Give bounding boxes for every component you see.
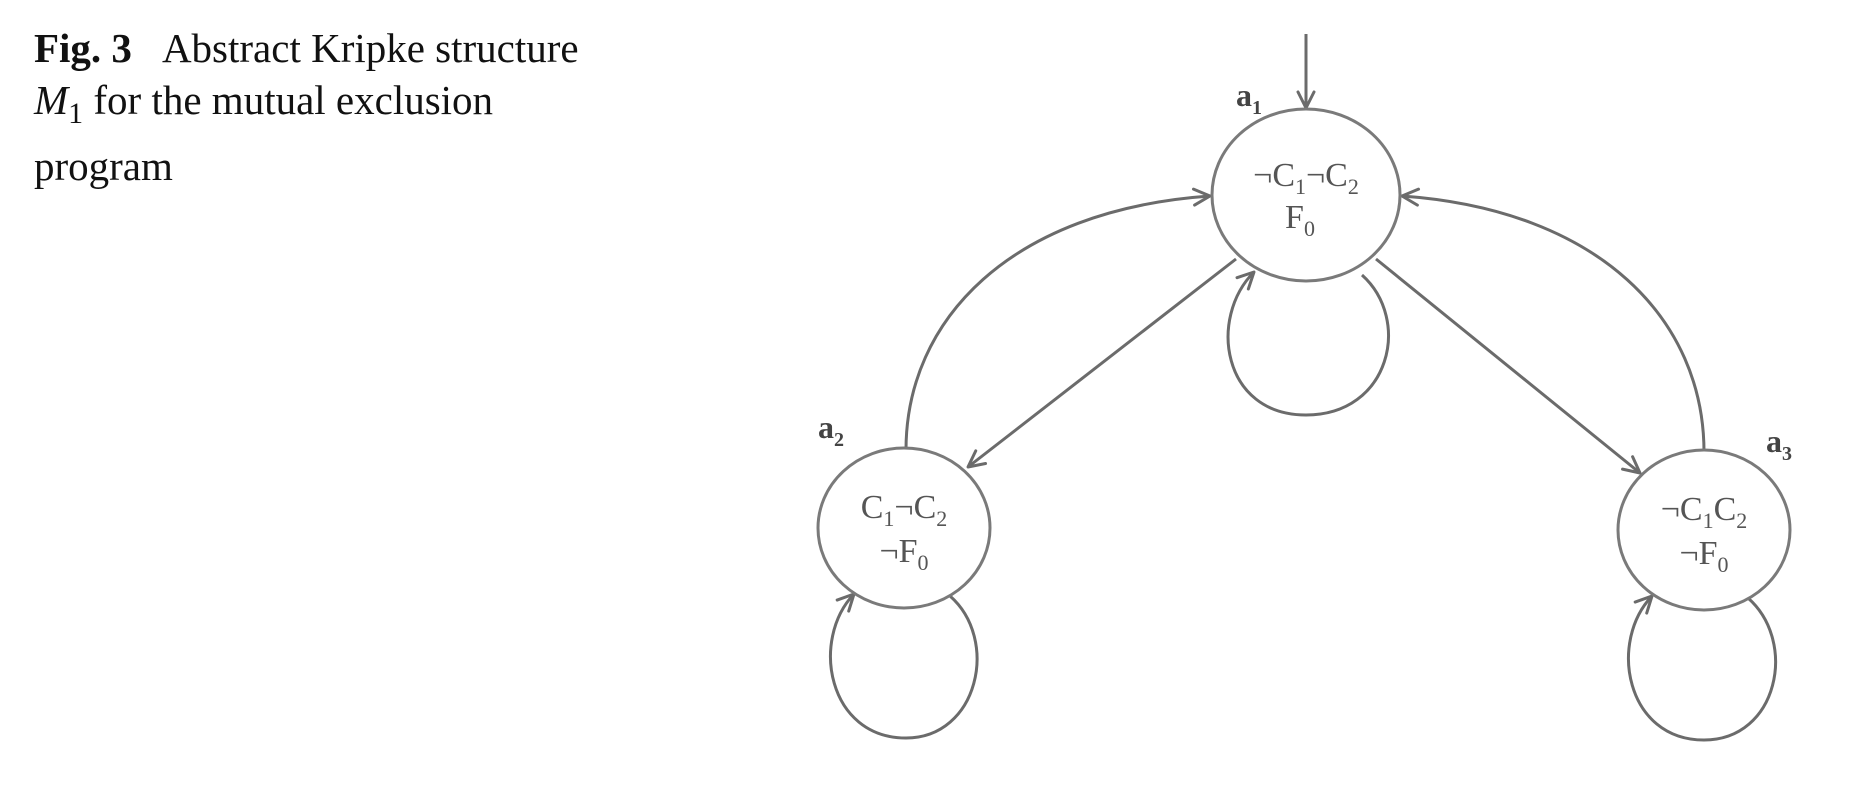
- caption-text-after: for the mutual exclusion program: [34, 77, 494, 190]
- state-a1-line2: F0: [1285, 199, 1315, 241]
- figure-caption: Fig. 3 Abstract Kripke structure M1 for …: [34, 22, 594, 192]
- caption-symbol-subscript: 1: [68, 97, 84, 131]
- transition-a3-a1: [1400, 187, 1706, 453]
- transition-a2-a2: [829, 592, 979, 740]
- state-a1: ¬C1¬C2 F0: [1210, 107, 1402, 283]
- state-a3-line1: ¬C1C2: [1661, 491, 1748, 533]
- state-a2: C1¬C2 ¬F0: [816, 446, 992, 610]
- figure-label: Fig. 3: [34, 25, 132, 71]
- state-a2-line2: ¬F0: [879, 533, 928, 575]
- state-a3-line2: ¬F0: [1679, 535, 1728, 577]
- state-a2-name: a2: [818, 409, 844, 451]
- caption-text-before: Abstract Kripke structure: [161, 25, 579, 71]
- transition-a1-a3: [1375, 257, 1642, 475]
- state-a3: ¬C1C2 ¬F0: [1616, 448, 1792, 612]
- transition-a1-a1: [1226, 270, 1390, 417]
- state-a1-name: a1: [1236, 77, 1262, 119]
- state-a2-line1: C1¬C2: [861, 489, 948, 531]
- transition-a3-a3: [1627, 594, 1778, 742]
- caption-symbol: M1: [34, 77, 84, 131]
- transition-a2-a1: [904, 187, 1212, 451]
- state-a1-line1: ¬C1¬C2: [1253, 157, 1359, 199]
- transition-a1-a2: [966, 257, 1237, 469]
- state-a3-name: a3: [1766, 423, 1792, 465]
